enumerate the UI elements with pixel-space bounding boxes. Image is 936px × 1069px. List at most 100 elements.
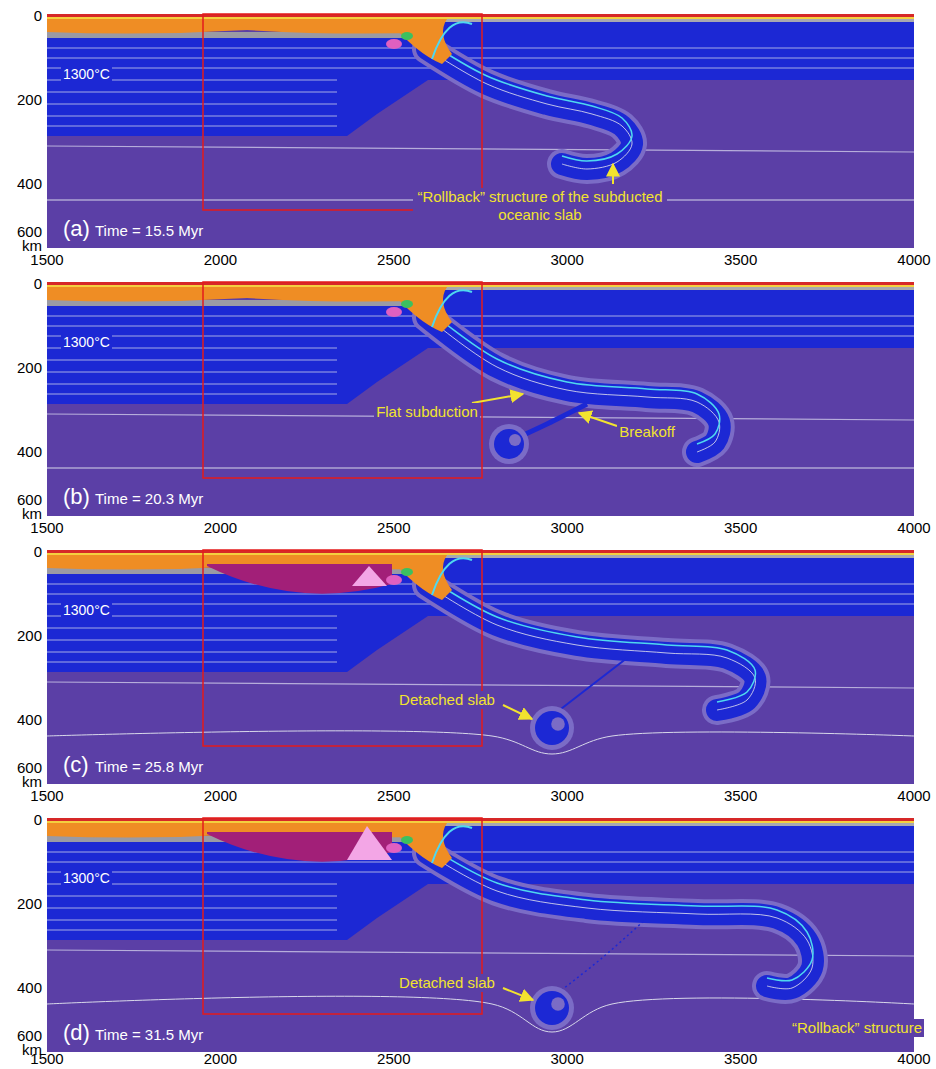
slab-isotherm (427, 853, 813, 989)
axis-tick: 2500 (377, 1050, 410, 1068)
axis-tick: 2000 (204, 519, 237, 537)
isotherm (47, 394, 337, 395)
isotherm (47, 316, 914, 317)
sediment (386, 575, 402, 585)
time-label: Time = 15.5 Myr (93, 222, 205, 240)
slab-curl (551, 997, 565, 1011)
annotation: “Rollback” structure (790, 1019, 924, 1037)
axis-tick: 4000 (897, 1050, 930, 1068)
isotherm (47, 652, 337, 653)
axis-tick: 200 (17, 91, 42, 109)
axis-tick: 200 (17, 359, 42, 377)
axis-tick: 400 (17, 979, 42, 997)
oceanic-lithosphere (427, 290, 914, 348)
continental-lithosphere (47, 38, 437, 136)
phase-boundary (47, 468, 914, 469)
axis-tick: 1500 (30, 787, 63, 805)
axis-tick: 2500 (377, 787, 410, 805)
accretion-wedge (387, 19, 452, 64)
mantle (47, 14, 914, 248)
mantle (47, 550, 914, 784)
isotherm (47, 930, 337, 931)
isotherm (47, 950, 914, 956)
zoom-box (203, 550, 482, 746)
oceanic-slab (427, 317, 720, 452)
isotherm-label: 1300°C (61, 870, 112, 887)
continental-crust (47, 287, 437, 302)
axis-tick: 4000 (897, 519, 930, 537)
isotherm (47, 414, 914, 420)
magma-body (352, 566, 387, 586)
surface-layer (47, 553, 914, 555)
isotherm (47, 662, 337, 663)
time-label: Time = 31.5 Myr (93, 1026, 205, 1044)
isotherm (47, 104, 337, 105)
annotation: Detached slab (397, 691, 497, 709)
slab-neck (557, 658, 627, 712)
isotherm (47, 326, 914, 327)
plate-interface (432, 22, 472, 59)
axis-tick: 0 (34, 275, 42, 293)
slab-curl (551, 717, 565, 731)
axis-tick: 400 (17, 711, 42, 729)
plate-interface (432, 826, 472, 863)
isotherm-label: 1300°C (61, 334, 112, 351)
slab-halo (489, 424, 529, 464)
panel-tag: (d) (61, 1020, 92, 1046)
melt-region (207, 564, 392, 594)
leader-arrow (503, 988, 533, 1000)
axis-tick: 0 (34, 7, 42, 25)
axis-tick: 400 (17, 175, 42, 193)
isotherm (47, 594, 914, 595)
detached-slab (494, 429, 524, 459)
isotherm (47, 92, 337, 93)
mantle (47, 818, 914, 1052)
time-label: Time = 25.8 Myr (93, 758, 205, 776)
mantle (47, 282, 914, 516)
isotherm (47, 336, 914, 337)
slab-crust (427, 309, 720, 444)
oceanic-lithosphere (427, 558, 914, 616)
slab-halo (427, 317, 720, 452)
axis-tick: 2500 (377, 251, 410, 269)
panel-tag: (c) (61, 752, 91, 778)
axis-tick: 1500 (30, 519, 63, 537)
axis-tick: 400 (17, 443, 42, 461)
isotherm (47, 862, 914, 863)
leader-arrow (472, 394, 523, 403)
leader-arrow (579, 413, 617, 426)
axis-tick: 200 (17, 895, 42, 913)
axis-tick: 4000 (897, 251, 930, 269)
slab-crust (427, 845, 813, 981)
axis-tick: 3000 (551, 251, 584, 269)
slab-halo (530, 986, 574, 1030)
panel-tag: (a) (61, 216, 92, 242)
isotherm (47, 360, 337, 361)
axis-tick: 1500 (30, 251, 63, 269)
annotation: “Rollback” structure of the subducted oc… (413, 188, 667, 224)
isotherm (47, 58, 914, 59)
leader-arrow (503, 705, 532, 719)
plate-interface (432, 290, 472, 327)
isotherm (47, 372, 337, 373)
isotherm (47, 628, 337, 629)
surface-layer (47, 17, 914, 19)
slab-isotherm (427, 317, 720, 452)
axis-tick: 3500 (724, 787, 757, 805)
sediment (401, 836, 413, 844)
axis-tick: 3500 (724, 519, 757, 537)
surface-layer (47, 285, 914, 287)
slab-neck (517, 404, 587, 438)
model-panel (47, 818, 914, 1052)
accretion-wedge (387, 823, 452, 868)
axis-tick: 0 (34, 811, 42, 829)
accretion-wedge (387, 287, 452, 332)
model-panel (47, 14, 914, 248)
axis-tick: 3000 (551, 787, 584, 805)
zoom-box (203, 14, 482, 210)
slab-curl (509, 434, 521, 446)
slab-halo (530, 706, 574, 750)
isotherm-label: 1300°C (61, 602, 112, 619)
panel-tag: (b) (61, 484, 92, 510)
